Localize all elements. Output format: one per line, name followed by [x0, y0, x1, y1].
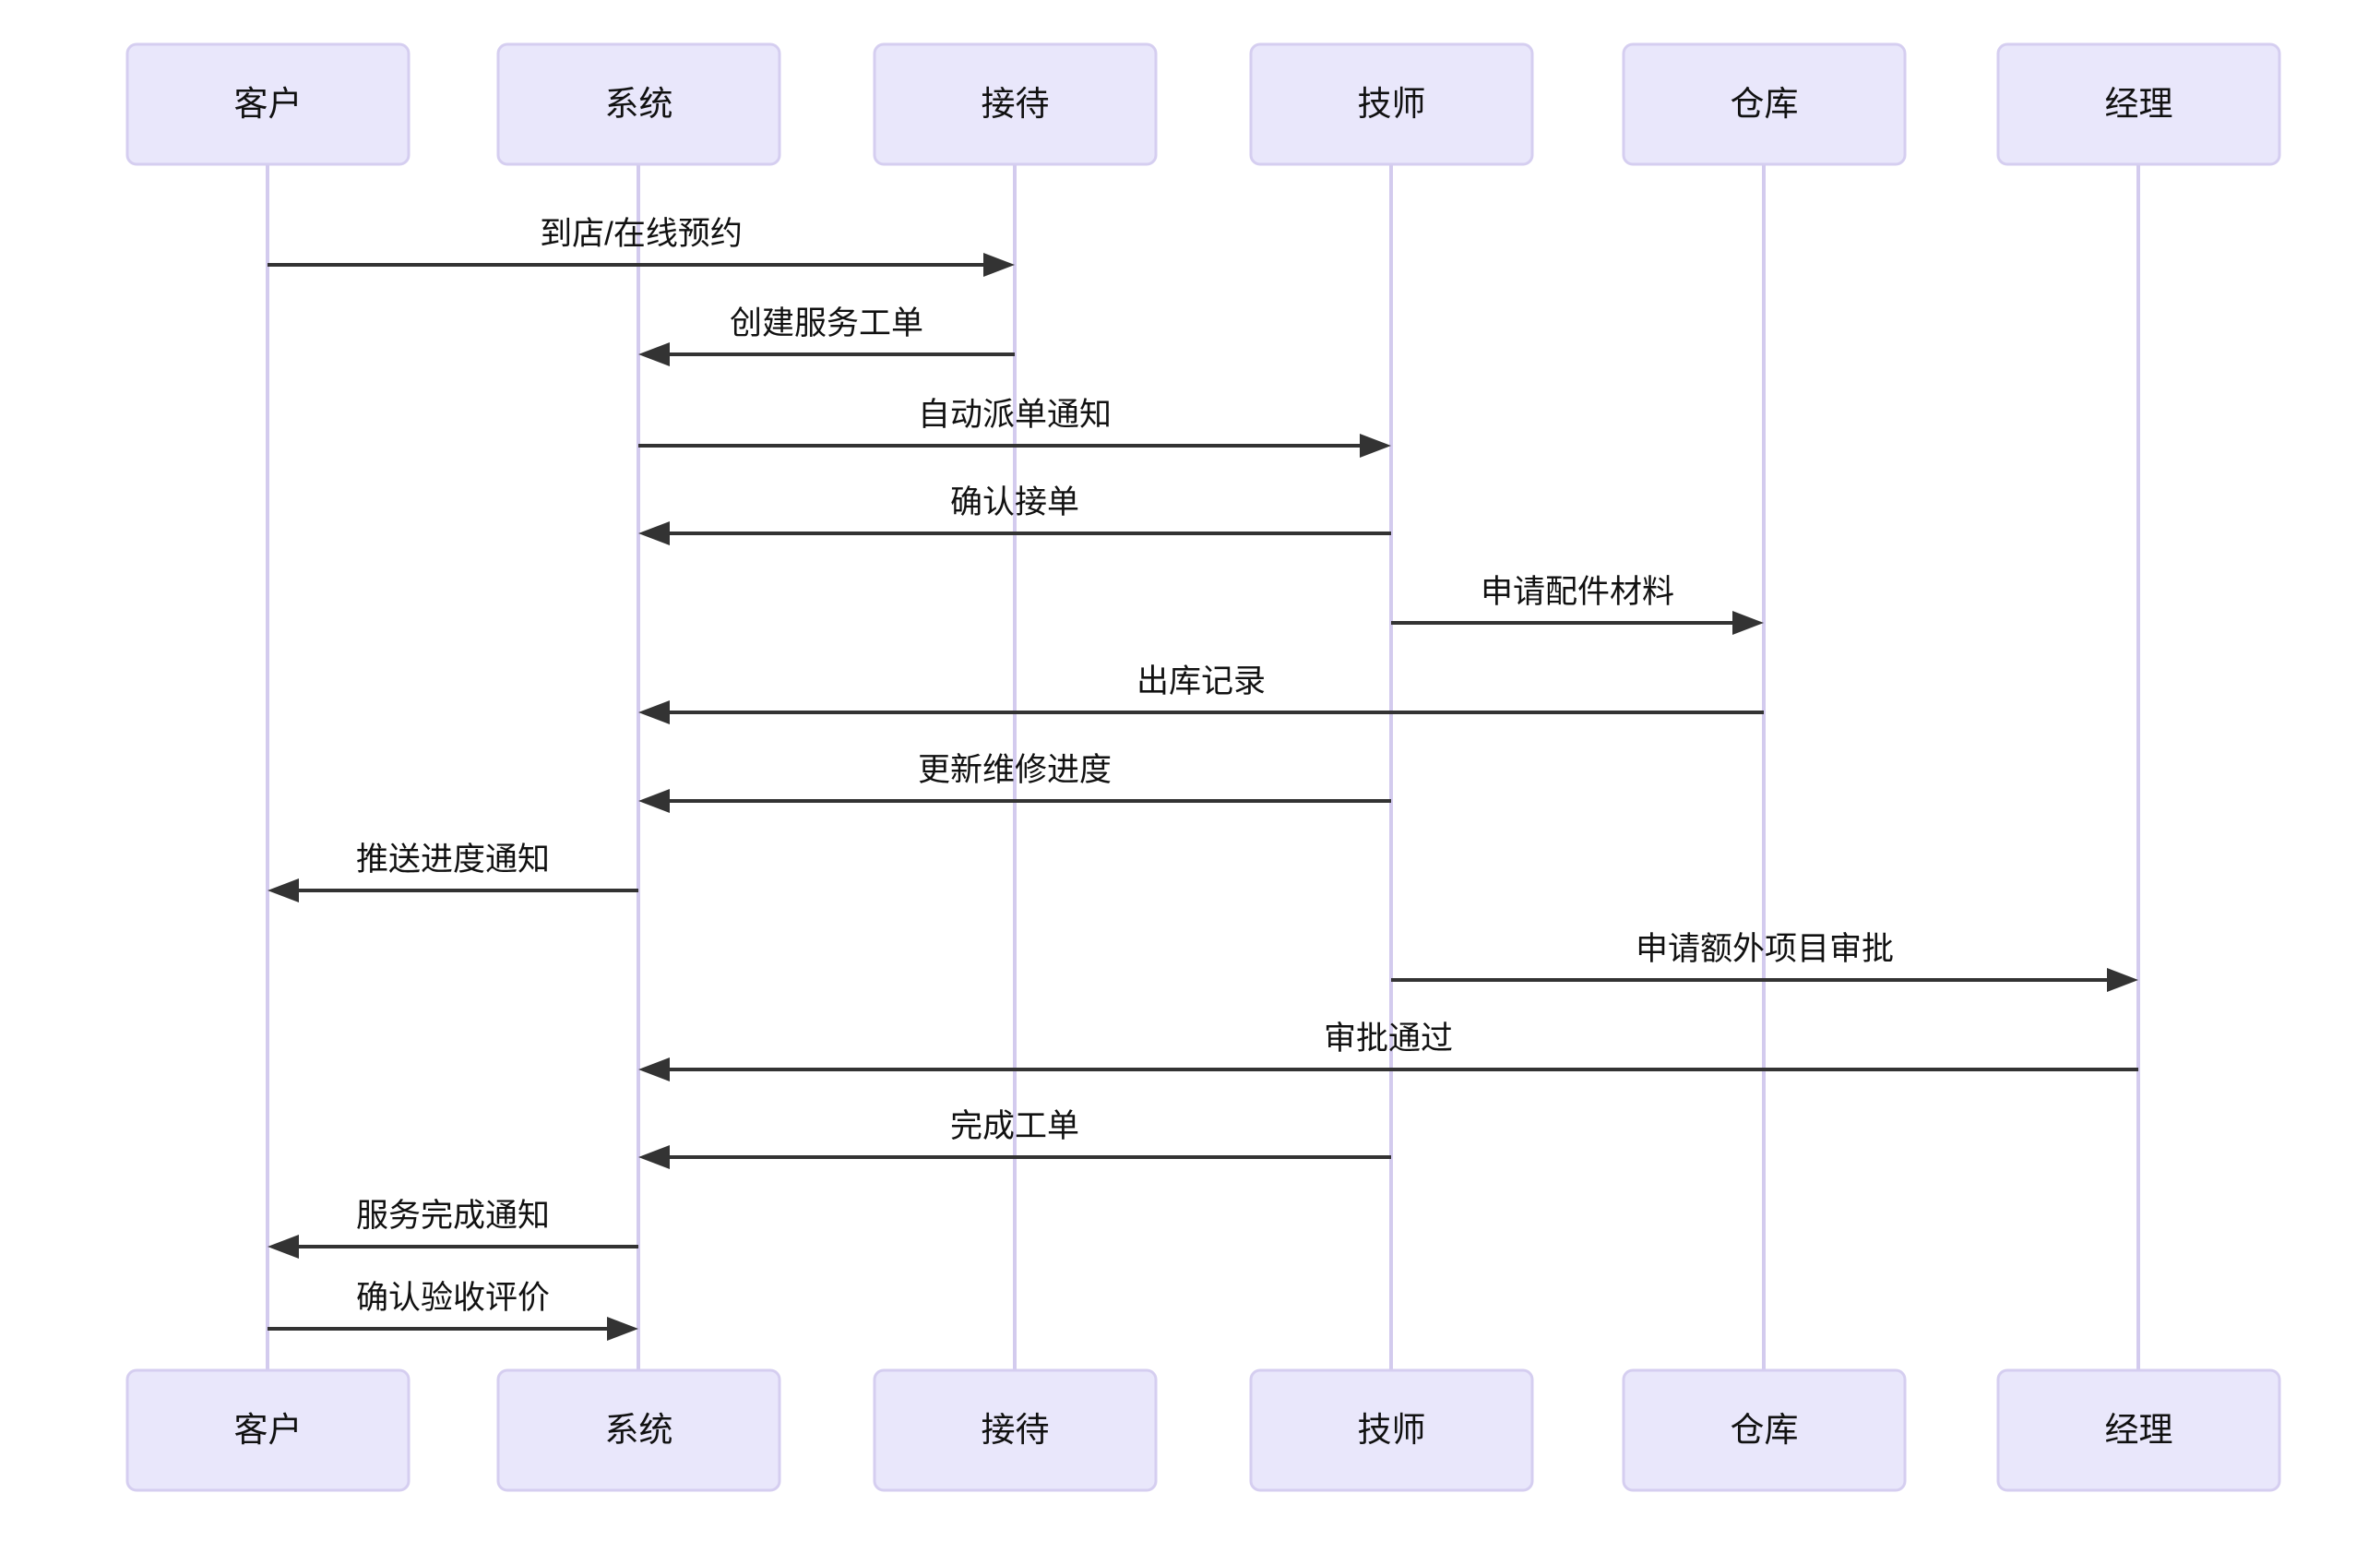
message-label-11: 完成工单 [950, 1108, 1079, 1144]
message-label-8: 推送进度通知 [356, 842, 550, 878]
actor-label-manager: 经理 [2105, 85, 2173, 123]
actor-box-warehouse-top[interactable]: 仓库 [1622, 42, 1907, 166]
actor-rect-customer [125, 1368, 411, 1492]
actor-label-reception: 接待 [982, 1411, 1050, 1449]
actor-label-technician: 技师 [1358, 85, 1426, 123]
message-label-4: 确认接单 [950, 484, 1079, 520]
message-11-technician-to-system[interactable]: 完成工单 [638, 1108, 1391, 1169]
actor-rect-system [496, 42, 781, 166]
actor-label-technician: 技师 [1358, 1411, 1426, 1449]
message-arrowhead-5 [1732, 611, 1764, 635]
message-9-technician-to-manager[interactable]: 申请额外项目审批 [1391, 931, 2138, 992]
message-10-manager-to-system[interactable]: 审批通过 [638, 1021, 2138, 1081]
message-label-12: 服务完成通知 [356, 1198, 550, 1234]
message-label-9: 申请额外项目审批 [1636, 931, 1894, 967]
message-5-technician-to-warehouse[interactable]: 申请配件材料 [1391, 574, 1764, 635]
actor-rect-reception [873, 1368, 1158, 1492]
message-arrowhead-3 [1360, 434, 1391, 458]
message-label-7: 更新维修进度 [918, 752, 1112, 788]
actor-box-technician-top[interactable]: 技师 [1249, 42, 1534, 166]
actor-label-customer: 客户 [234, 85, 303, 123]
actor-rect-manager [1996, 1368, 2281, 1492]
message-label-3: 自动派单通知 [918, 397, 1112, 433]
actor-label-warehouse: 仓库 [1731, 85, 1799, 123]
message-arrowhead-11 [638, 1145, 670, 1169]
message-3-system-to-technician[interactable]: 自动派单通知 [638, 397, 1391, 458]
actor-box-warehouse-bottom[interactable]: 仓库 [1622, 1368, 1907, 1492]
message-label-13: 确认验收评价 [356, 1280, 550, 1316]
message-label-5: 申请配件材料 [1481, 574, 1674, 610]
actor-box-customer-top[interactable]: 客户 [125, 42, 411, 166]
message-arrowhead-13 [607, 1317, 638, 1341]
actor-box-customer-bottom[interactable]: 客户 [125, 1368, 411, 1492]
actor-label-manager: 经理 [2105, 1411, 2173, 1449]
actor-label-system: 系统 [605, 85, 673, 123]
actor-rect-warehouse [1622, 1368, 1907, 1492]
message-arrowhead-10 [638, 1057, 670, 1081]
message-8-system-to-customer[interactable]: 推送进度通知 [268, 842, 638, 902]
message-arrowhead-1 [983, 253, 1015, 277]
message-arrowhead-7 [638, 789, 670, 813]
lifelines-layer [266, 164, 2140, 1370]
message-4-technician-to-system[interactable]: 确认接单 [638, 484, 1391, 545]
message-arrowhead-8 [268, 878, 299, 902]
message-13-customer-to-system[interactable]: 确认验收评价 [268, 1280, 638, 1341]
message-arrowhead-6 [638, 700, 670, 724]
actor-label-reception: 接待 [982, 85, 1050, 123]
message-arrowhead-4 [638, 521, 670, 545]
message-label-2: 创建服务工单 [730, 305, 923, 341]
actor-box-system-top[interactable]: 系统 [496, 42, 781, 166]
message-2-reception-to-system[interactable]: 创建服务工单 [638, 305, 1015, 366]
message-1-customer-to-reception[interactable]: 到店/在线预约 [268, 216, 1015, 277]
actor-rect-technician [1249, 42, 1534, 166]
message-arrowhead-12 [268, 1235, 299, 1259]
actor-rect-reception [873, 42, 1158, 166]
actor-box-manager-top[interactable]: 经理 [1996, 42, 2281, 166]
actor-box-technician-bottom[interactable]: 技师 [1249, 1368, 1534, 1492]
actor-rect-warehouse [1622, 42, 1907, 166]
message-12-system-to-customer[interactable]: 服务完成通知 [268, 1198, 638, 1259]
actor-rect-customer [125, 42, 411, 166]
actor-rect-technician [1249, 1368, 1534, 1492]
actor-label-customer: 客户 [234, 1411, 303, 1449]
actor-box-manager-bottom[interactable]: 经理 [1996, 1368, 2281, 1492]
actor-box-reception-bottom[interactable]: 接待 [873, 1368, 1158, 1492]
actor-label-system: 系统 [605, 1411, 673, 1449]
message-6-warehouse-to-system[interactable]: 出库记录 [638, 663, 1764, 724]
message-label-10: 审批通过 [1324, 1021, 1453, 1057]
actor-box-system-bottom[interactable]: 系统 [496, 1368, 781, 1492]
actor-rect-system [496, 1368, 781, 1492]
actor-label-warehouse: 仓库 [1731, 1411, 1799, 1449]
message-label-6: 出库记录 [1136, 663, 1266, 699]
messages-layer: 到店/在线预约创建服务工单自动派单通知确认接单申请配件材料出库记录更新维修进度推… [268, 216, 2138, 1341]
actor-box-reception-top[interactable]: 接待 [873, 42, 1158, 166]
actor-rect-manager [1996, 42, 2281, 166]
message-7-technician-to-system[interactable]: 更新维修进度 [638, 752, 1391, 813]
message-arrowhead-9 [2107, 968, 2138, 992]
message-label-1: 到店/在线预约 [540, 216, 743, 252]
message-arrowhead-2 [638, 342, 670, 366]
